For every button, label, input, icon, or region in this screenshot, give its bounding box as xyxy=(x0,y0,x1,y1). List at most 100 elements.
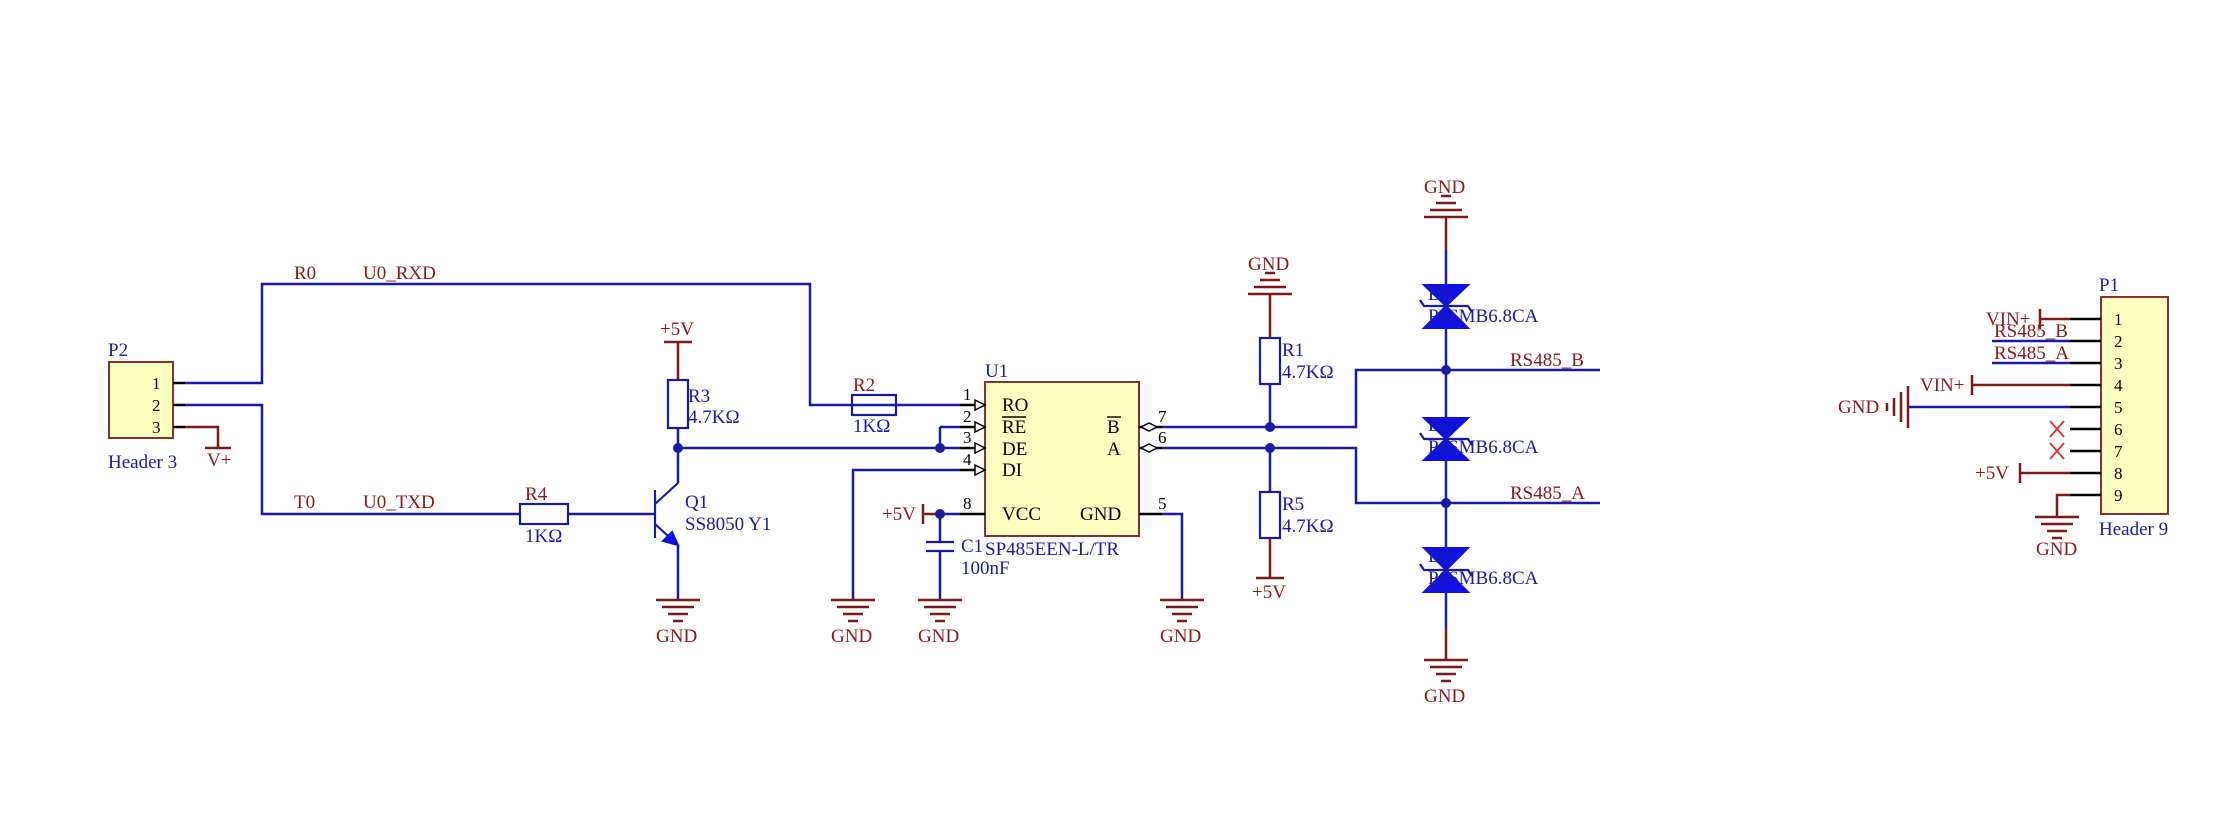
transistor-q1: Q1 SS8050 Y1 xyxy=(653,482,771,547)
u1-pin-di: DI xyxy=(1002,460,1022,481)
u1-pin-de: DE xyxy=(1002,439,1027,460)
d2-value: P6SMB6.8CA xyxy=(1428,437,1539,458)
gnd-u1: GND xyxy=(1160,598,1204,647)
u1-pin-num-2: 2 xyxy=(963,407,972,426)
p1-pin-6: 6 xyxy=(2114,420,2123,439)
c1-ref: C1 xyxy=(961,536,983,557)
u1-pin-num-5: 5 xyxy=(1158,494,1167,513)
svg-text:GND: GND xyxy=(1424,177,1465,198)
gnd-r1: GND xyxy=(1248,254,1292,338)
d2-ref: D2 xyxy=(1428,415,1451,436)
svg-text:GND: GND xyxy=(918,626,959,647)
u1-pin-vcc: VCC xyxy=(1002,504,1041,525)
gnd-c1: GND xyxy=(918,598,962,647)
connector-p2: P2 Header 3 1 2 3 xyxy=(108,340,177,473)
junction-d2-d3 xyxy=(1441,498,1451,508)
junction-r5 xyxy=(1265,443,1275,453)
no-connect-pin-7 xyxy=(2049,442,2065,460)
p1-pin-9: 9 xyxy=(2114,486,2123,505)
p2-body xyxy=(108,361,174,439)
d3-ref: D3 xyxy=(1428,546,1451,567)
u1-name: SP485EEN-L/TR xyxy=(985,539,1119,560)
svg-text:GND: GND xyxy=(1424,686,1465,707)
u1-pin-num-4: 4 xyxy=(963,450,972,469)
resistor-r4: R4 1KΩ xyxy=(518,484,570,547)
resistor-r3: R3 4.7KΩ xyxy=(666,378,740,430)
net-label-r0: R0 xyxy=(294,263,316,284)
svg-text:GND: GND xyxy=(1248,254,1289,275)
q1-value: SS8050 Y1 xyxy=(685,514,771,535)
net-tx-wire xyxy=(185,403,520,516)
p1-pin-8: 8 xyxy=(2114,464,2123,483)
u1-pin-re: RE xyxy=(1002,417,1026,438)
p1-pin-4: 4 xyxy=(2114,376,2123,395)
r4-body xyxy=(518,502,570,526)
svg-text:GND: GND xyxy=(656,626,697,647)
no-connect-pin-6 xyxy=(2049,420,2065,438)
net-rs485-a-wire xyxy=(1162,446,1600,505)
d1-value: P6SMB6.8CA xyxy=(1428,306,1539,327)
net-label-u0-rxd: U0_RXD xyxy=(363,263,436,284)
gnd-d3: GND xyxy=(1424,628,1468,707)
tvs-diode-d2: D2 P6SMB6.8CA xyxy=(1419,415,1539,461)
u1-pin-num-3: 3 xyxy=(963,428,972,447)
p1-pin-1: 1 xyxy=(2114,310,2123,329)
junction-q1-collector xyxy=(673,443,683,453)
d3-value: P6SMB6.8CA xyxy=(1428,568,1539,589)
u1-pin-num-7: 7 xyxy=(1158,407,1167,426)
tvs-diode-d1: D1 P6SMB6.8CA xyxy=(1419,284,1539,329)
q1-collector-leg xyxy=(654,482,679,505)
r3-supply-label: +5V xyxy=(660,319,694,340)
r2-ref: R2 xyxy=(853,375,875,396)
resistor-r2: R2 1KΩ xyxy=(850,375,898,437)
gnd-di: GND xyxy=(831,598,875,647)
p1-net-8: +5V xyxy=(1975,463,2009,484)
u1-body xyxy=(984,381,1140,537)
p2-pin-1: 1 xyxy=(152,374,161,393)
r1-value: 4.7KΩ xyxy=(1282,362,1334,383)
u1-pin-ro: RO xyxy=(1002,395,1028,416)
capacitor-c1: C1 100nF xyxy=(926,536,1010,579)
r1-ref: R1 xyxy=(1282,340,1304,361)
p2-pin-3: 3 xyxy=(152,418,161,437)
r2-value: 1KΩ xyxy=(853,416,890,437)
junction-re-de xyxy=(935,443,945,453)
u1-pin-b: B xyxy=(1107,417,1120,438)
vplus-wire xyxy=(185,425,220,448)
c1-value: 100nF xyxy=(961,558,1010,579)
net-label-u0-txd: U0_TXD xyxy=(363,492,435,513)
p1-name: Header 9 xyxy=(2099,519,2168,540)
p1-pin-5: 5 xyxy=(2114,398,2123,417)
p1-net-3: RS485_A xyxy=(1994,343,2069,364)
r5-supply-label: +5V xyxy=(1252,582,1286,603)
r3-value: 4.7KΩ xyxy=(688,407,740,428)
u1-pin-a: A xyxy=(1107,439,1121,460)
net-rs485-b-wire xyxy=(1162,368,1600,429)
p1-net-2: RS485_B xyxy=(1994,321,2068,342)
p1-net-5: GND xyxy=(1838,397,1879,418)
p1-body xyxy=(2100,296,2169,515)
svg-text:GND: GND xyxy=(831,626,872,647)
net-label-rs485-a: RS485_A xyxy=(1510,483,1585,504)
p1-pin-3: 3 xyxy=(2114,354,2123,373)
connector-p1: P1 Header 9 1 2 3 4 5 6 7 8 9 xyxy=(2099,275,2169,540)
junction-r1 xyxy=(1265,422,1275,432)
r4-value: 1KΩ xyxy=(525,526,562,547)
u1-pin-gnd: GND xyxy=(1080,504,1121,525)
p1-ref: P1 xyxy=(2099,275,2119,296)
u1-pin-num-6: 6 xyxy=(1158,428,1167,447)
vcc-supply-label: +5V xyxy=(882,504,916,525)
resistor-r1: R1 4.7KΩ xyxy=(1258,336,1334,386)
p2-ref: P2 xyxy=(108,340,128,361)
r2-body xyxy=(850,393,898,417)
gnd-p1-pin9: GND xyxy=(2035,515,2079,560)
p2-pin-2: 2 xyxy=(152,396,161,415)
r3-body xyxy=(666,378,690,430)
ic-u1: U1 SP485EEN-L/TR 1 2 3 4 8 RO RE DE DI V… xyxy=(960,361,1167,560)
tvs-diode-d3: D3 P6SMB6.8CA xyxy=(1419,546,1539,593)
p1-net-4: VIN+ xyxy=(1920,375,1965,396)
r5-value: 4.7KΩ xyxy=(1282,516,1334,537)
gnd-q1: GND xyxy=(656,598,700,647)
net-label-rs485-b: RS485_B xyxy=(1510,350,1584,371)
